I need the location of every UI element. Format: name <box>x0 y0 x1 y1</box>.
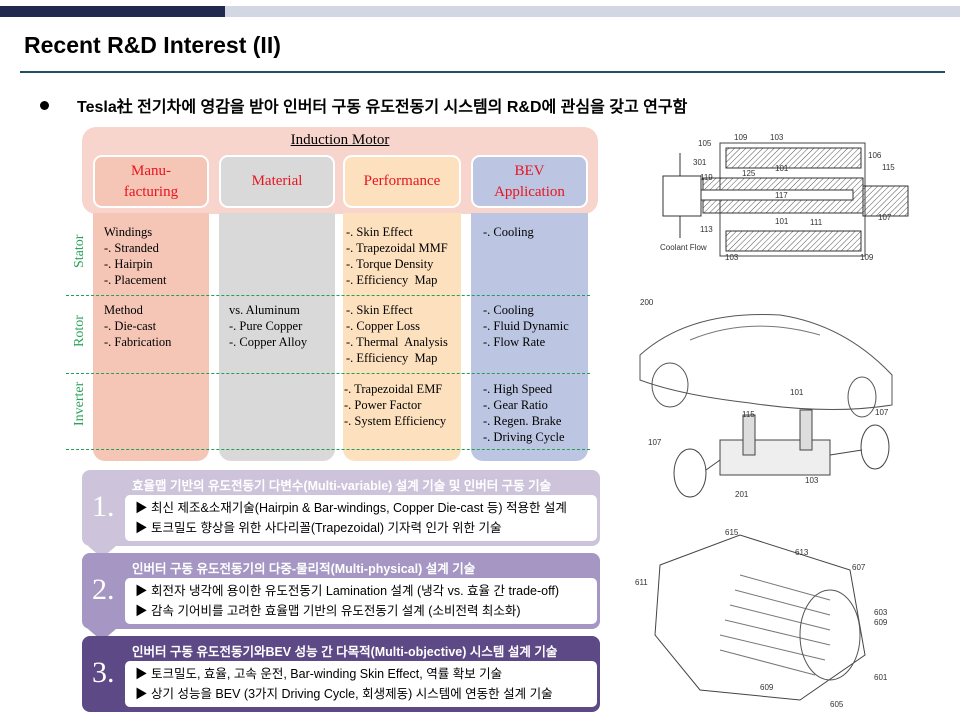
cell-rotor-bev: -. Cooling -. Fluid Dynamic -. Flow Rate <box>483 303 569 349</box>
row-divider <box>66 373 590 374</box>
part-label: 601 <box>874 673 888 682</box>
part-label: 113 <box>700 225 713 234</box>
part-label: 111 <box>810 218 823 227</box>
step-number: 1. <box>92 490 115 523</box>
coolant-flow-label: Coolant Flow <box>660 243 707 252</box>
part-label: 115 <box>882 163 895 172</box>
part-label: 200 <box>640 298 654 307</box>
part-label: 609 <box>760 683 774 692</box>
cell-stator-performance: -. Skin Effect -. Trapezoidal MMF -. Tor… <box>346 225 448 287</box>
part-label: 101 <box>775 217 789 226</box>
step-2: 인버터 구동 유도전동기의 다중-물리적(Multi-physical) 설계 … <box>82 553 600 629</box>
step-title: 인버터 구동 유도전동기의 다중-물리적(Multi-physical) 설계 … <box>132 562 476 576</box>
column-bev <box>471 213 588 461</box>
cell-stator-manufacturing: Windings -. Stranded -. Hairpin -. Place… <box>104 225 167 287</box>
title-divider <box>20 71 945 73</box>
row-divider <box>66 295 590 296</box>
part-label: 117 <box>775 191 788 200</box>
step-item: ▶ 토크밀도 향상을 위한 사다리꼴(Trapezoidal) 기자력 인가 위… <box>135 521 502 535</box>
bullet-icon <box>40 100 49 110</box>
step-item: ▶ 회전자 냉각에 용이한 유도전동기 Lamination 설계 (냉각 vs… <box>135 584 559 598</box>
bullet-point: Tesla社 전기차에 영감을 받아 인버터 구동 유도전동기 시스템의 R&D… <box>40 93 687 117</box>
row-label-inverter: Inverter <box>72 381 87 426</box>
step-title: 인버터 구동 유도전동기와BEV 성능 간 다목적(Multi-objectiv… <box>132 645 558 659</box>
step-item: ▶ 감속 기어비를 고려한 효율맵 기반의 유도전동기 설계 (소비전력 최소화… <box>135 604 521 618</box>
motor-housing-diagram: 615 613 607 611 603 609 601 609 605 <box>635 528 888 709</box>
part-label: 613 <box>795 548 809 557</box>
column-performance <box>343 213 461 461</box>
row-label-rotor: Rotor <box>72 315 87 347</box>
header-manufacturing: Manu- facturing <box>93 155 209 208</box>
cell-inverter-bev: -. High Speed -. Gear Ratio -. Regen. Br… <box>483 382 565 444</box>
step-details: ▶ 회전자 냉각에 용이한 유도전동기 Lamination 설계 (냉각 vs… <box>125 578 597 624</box>
header-bev-application: BEV Application <box>471 155 588 208</box>
part-label: 101 <box>775 164 789 173</box>
cell-rotor-performance: -. Skin Effect -. Copper Loss -. Thermal… <box>346 303 448 365</box>
step-item: ▶ 최신 제조&소재기술(Hairpin & Bar-windings, Cop… <box>135 501 567 515</box>
part-label: 107 <box>878 213 892 222</box>
page-title: Recent R&D Interest (II) <box>24 32 281 58</box>
row-label-stator: Stator <box>72 234 87 268</box>
vehicle-drivetrain-diagram: 200 101 115 107 107 201 103 <box>639 298 893 499</box>
step-3: 인버터 구동 유도전동기와BEV 성능 간 다목적(Multi-objectiv… <box>82 636 600 712</box>
part-label: 109 <box>860 253 874 262</box>
header-material: Material <box>219 155 335 208</box>
step-number: 3. <box>92 656 115 689</box>
step-details: ▶ 최신 제조&소재기술(Hairpin & Bar-windings, Cop… <box>125 495 597 541</box>
bullet-text: Tesla社 전기차에 영감을 받아 인버터 구동 유도전동기 시스템의 R&D… <box>77 99 688 116</box>
step-1: 효율맵 기반의 유도전동기 다변수(Multi-variable) 설계 기술 … <box>82 470 600 546</box>
part-label: 201 <box>735 490 749 499</box>
part-label: 103 <box>725 253 739 262</box>
step-item: ▶ 토크밀도, 효율, 고속 운전, Bar-winding Skin Effe… <box>135 667 503 681</box>
part-label: 615 <box>725 528 739 537</box>
part-label: 125 <box>742 169 756 178</box>
rotor-cooling-diagram: 105 109 103 301 106 119 125 101 117 115 … <box>660 133 909 262</box>
induction-motor-title: Induction Motor <box>290 132 390 148</box>
column-material <box>219 213 335 461</box>
part-label: 103 <box>770 133 784 142</box>
part-label: 105 <box>698 139 712 148</box>
part-label: 607 <box>852 563 866 572</box>
cell-rotor-manufacturing: Method -. Die-cast -. Fabrication <box>104 303 172 349</box>
column-manufacturing <box>93 213 209 461</box>
part-label: 103 <box>805 476 819 485</box>
header-bar <box>225 6 960 17</box>
part-label: 107 <box>875 408 889 417</box>
header-bar-accent <box>0 6 225 17</box>
part-label: 611 <box>635 578 648 587</box>
step-number: 2. <box>92 573 115 606</box>
step-item: ▶ 상기 성능을 BEV (3가지 Driving Cycle, 회생제동) 시… <box>135 687 553 701</box>
cell-stator-bev: -. Cooling <box>483 225 534 239</box>
part-label: 605 <box>830 700 844 709</box>
part-label: 109 <box>734 133 748 142</box>
part-label: 603 <box>874 608 888 617</box>
header-performance: Performance <box>343 155 461 208</box>
part-label: 119 <box>700 173 713 182</box>
part-label: 101 <box>790 388 804 397</box>
part-label: 107 <box>648 438 662 447</box>
row-divider <box>66 449 590 450</box>
part-label: 106 <box>868 151 882 160</box>
part-label: 115 <box>742 410 755 419</box>
cell-inverter-performance: -. Trapezoidal EMF -. Power Factor -. Sy… <box>344 382 447 428</box>
part-label: 301 <box>693 158 707 167</box>
cell-rotor-material: vs. Aluminum -. Pure Copper -. Copper Al… <box>229 303 308 349</box>
step-details: ▶ 토크밀도, 효율, 고속 운전, Bar-winding Skin Effe… <box>125 661 597 707</box>
part-label: 609 <box>874 618 888 627</box>
step-title: 효율맵 기반의 유도전동기 다변수(Multi-variable) 설계 기술 … <box>132 479 552 493</box>
